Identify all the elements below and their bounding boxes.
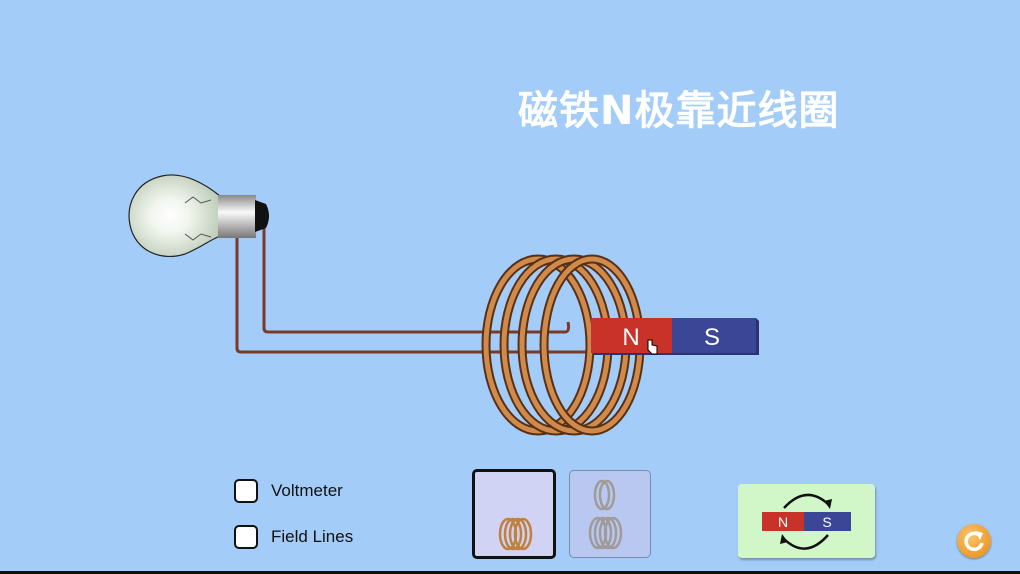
magnet-north-label: N — [622, 324, 639, 351]
reset-icon — [964, 531, 984, 552]
flip-south-label: S — [822, 514, 831, 530]
double-coil-button[interactable] — [569, 470, 651, 558]
magnet-south-pole[interactable] — [672, 318, 756, 353]
bar-magnet[interactable]: N S — [591, 318, 759, 355]
magnet-south-label: S — [704, 324, 720, 351]
hand-cursor-icon — [647, 339, 658, 355]
flip-polarity-icon: N S — [762, 493, 851, 550]
light-bulb — [128, 174, 269, 258]
double-coil-icon — [588, 479, 623, 550]
single-coil-button[interactable] — [472, 469, 556, 559]
reset-button[interactable] — [957, 524, 991, 558]
voltmeter-checkbox[interactable]: Voltmeter — [234, 479, 343, 503]
single-coil-icon — [498, 517, 533, 551]
flip-magnet-button[interactable]: N S — [738, 484, 875, 558]
field-lines-checkbox[interactable]: Field Lines — [234, 525, 353, 549]
magnet-north-pole[interactable] — [591, 318, 672, 353]
field-lines-checkbox-box[interactable] — [234, 525, 258, 549]
page-title: 磁铁N极靠近线圈 — [518, 88, 840, 134]
voltmeter-checkbox-box[interactable] — [234, 479, 258, 503]
flip-north-label: N — [778, 514, 788, 530]
voltmeter-label: Voltmeter — [271, 481, 343, 500]
bottom-border — [0, 571, 1020, 574]
field-lines-label: Field Lines — [271, 527, 354, 546]
wires — [235, 228, 590, 354]
